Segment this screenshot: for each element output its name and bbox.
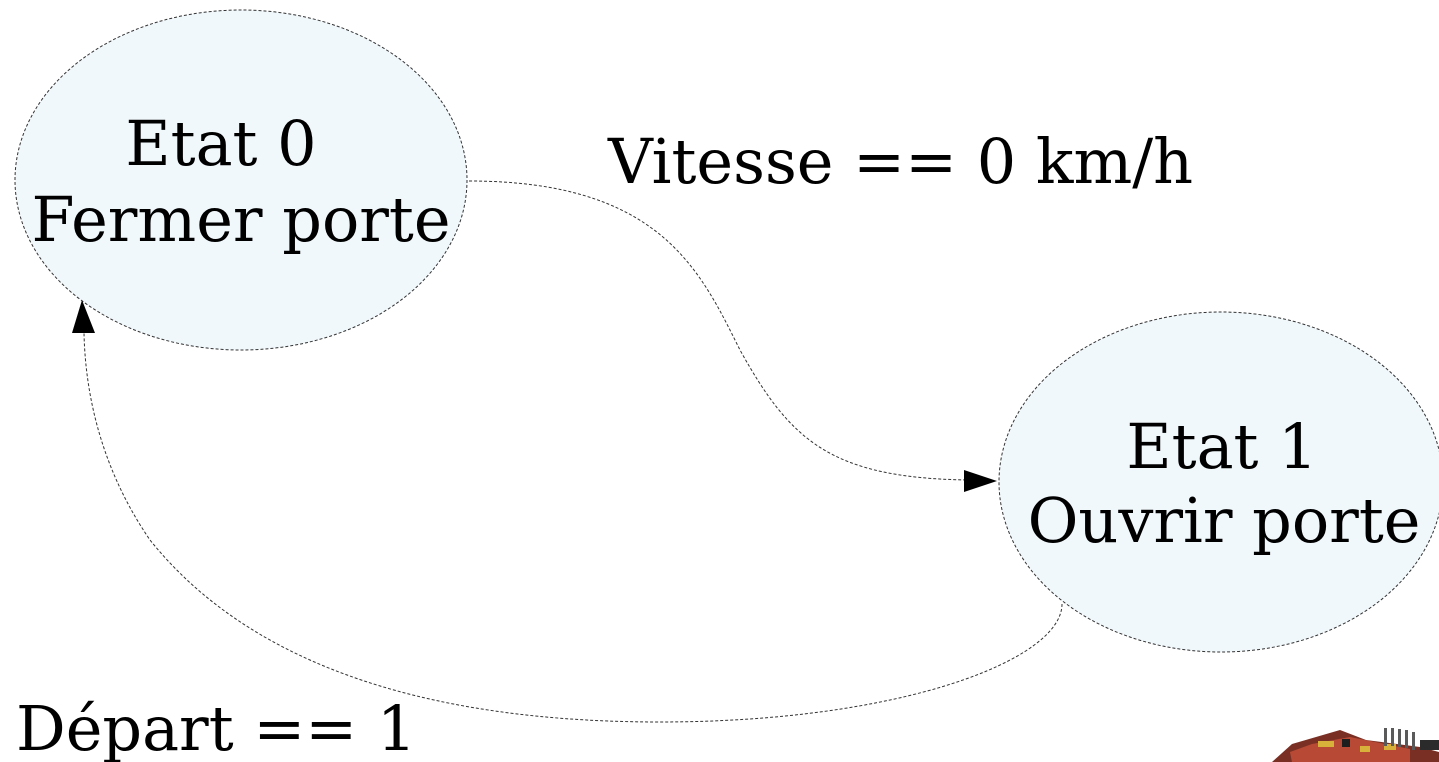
circuit-board-icon — [1272, 728, 1439, 762]
transition-1-to-0-arrowhead — [72, 300, 95, 333]
state-1-action: Ouvrir porte — [1028, 484, 1421, 557]
state-0-action: Fermer porte — [31, 183, 450, 256]
transition-1-to-0[interactable]: Départ == 1 — [16, 300, 1063, 762]
state-0-ellipse — [14, 9, 468, 351]
transition-0-to-1-edge — [468, 180, 969, 481]
state-0-title: Etat 0 — [125, 107, 316, 180]
transition-0-to-1-label: Vitesse == 0 km/h — [607, 125, 1193, 198]
state-1-title: Etat 1 — [1126, 410, 1317, 483]
state-node-0[interactable]: Etat 0 Fermer porte — [14, 9, 468, 351]
transition-0-to-1-arrowhead — [964, 470, 997, 492]
transition-1-to-0-edge — [83, 332, 1063, 723]
transition-1-to-0-label: Départ == 1 — [16, 692, 416, 762]
state-1-ellipse — [998, 311, 1439, 653]
state-node-1[interactable]: Etat 1 Ouvrir porte — [998, 311, 1439, 653]
transition-0-to-1[interactable]: Vitesse == 0 km/h — [468, 125, 1193, 492]
